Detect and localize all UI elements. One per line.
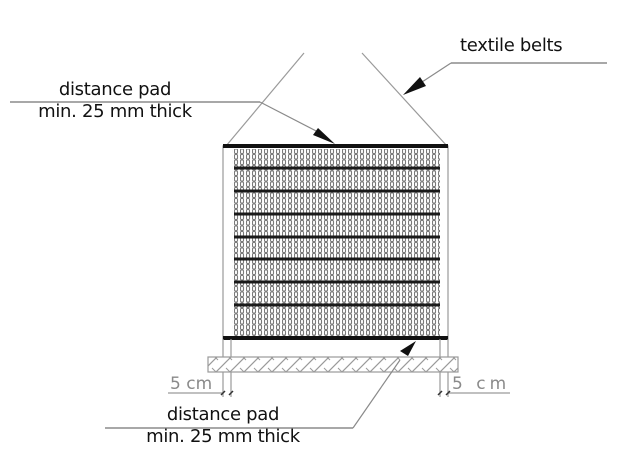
- textile-belts-label: textile belts: [460, 35, 563, 56]
- textile-belt-lines: [225, 52, 448, 147]
- arrowhead-icon: [403, 77, 426, 95]
- dimension-right: [437, 390, 510, 396]
- bottom-pad-label-line1: distance pad: [166, 404, 280, 425]
- layer-separators: [234, 166, 440, 307]
- belt-right: [361, 52, 448, 147]
- dimension-left-label: 5 cm: [170, 374, 213, 394]
- top-pad-leader: [10, 101, 335, 144]
- pallet-base: [207, 356, 459, 373]
- arrowhead-icon: [400, 341, 416, 356]
- arrowhead-icon: [313, 128, 335, 144]
- bottom-pad-label: distance pad min. 25 mm thick: [130, 405, 316, 446]
- belt-left: [225, 52, 305, 147]
- top-pad-label: distance pad min. 25 mm thick: [22, 80, 208, 121]
- top-pad-label-line2: min. 25 mm thick: [38, 101, 192, 122]
- textile-belts-leader: [403, 62, 607, 95]
- dimension-left: [168, 390, 234, 396]
- dimension-right-label: 5 cm: [452, 374, 511, 394]
- load-stack: [222, 144, 449, 340]
- bottom-pad-label-line2: min. 25 mm thick: [146, 426, 300, 447]
- bottom-distance-pad: [223, 336, 448, 340]
- top-distance-pad: [223, 144, 448, 148]
- top-pad-label-line1: distance pad: [58, 79, 172, 100]
- bottom-pad-leader: [105, 341, 416, 429]
